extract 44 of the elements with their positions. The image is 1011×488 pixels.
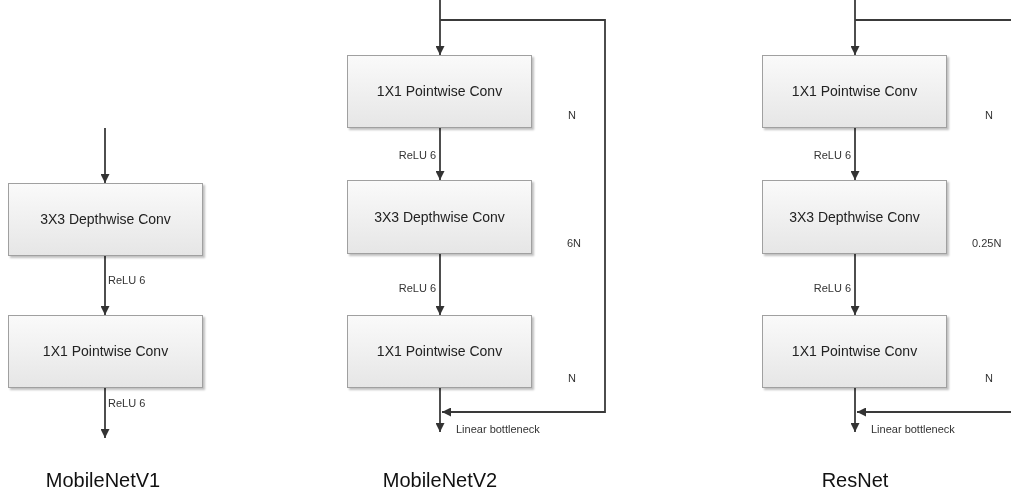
arrow: [435, 0, 445, 56]
channel-count: N: [985, 373, 993, 384]
edge-label: ReLU 6: [108, 275, 146, 286]
arrow: [100, 127, 110, 184]
arrow: [100, 387, 110, 439]
channel-count: N: [568, 110, 576, 121]
arrow: [435, 387, 445, 433]
edge-label: Linear bottleneck: [871, 424, 955, 435]
channel-count: N: [985, 110, 993, 121]
box-label: 1X1 Pointwise Conv: [376, 342, 503, 361]
arrow: [850, 0, 860, 56]
process-box: [347, 315, 532, 388]
box-label: 3X3 Depthwise Conv: [40, 210, 171, 229]
column-caption: ResNet: [821, 470, 889, 488]
edge-label: Linear bottleneck: [456, 424, 540, 435]
box-label: 3X3 Depthwise Conv: [374, 207, 505, 227]
arrow: [850, 387, 860, 433]
column-caption: MobileNetV1: [45, 470, 161, 488]
edge-label: ReLU 6: [813, 283, 851, 294]
channel-count: 6N: [567, 238, 582, 249]
box-label: 1X1 Pointwise Conv: [791, 342, 918, 361]
edge-label: ReLU 6: [398, 150, 436, 161]
arrow: [100, 255, 110, 316]
process-box: [347, 55, 532, 128]
channel-count: N: [568, 373, 576, 384]
column-caption: MobileNetV2: [382, 470, 498, 488]
process-box: [8, 183, 203, 256]
edge-label: ReLU 6: [108, 398, 146, 409]
arrow: [850, 253, 860, 316]
edge-label: ReLU 6: [398, 283, 436, 294]
arrow: [435, 127, 445, 181]
box-label: 3X3 Depthwise Conv: [789, 207, 920, 227]
process-box: [347, 180, 532, 254]
process-box: [762, 55, 947, 128]
box-label: 1X1 Pointwise Conv: [42, 342, 169, 361]
arrow: [850, 127, 860, 181]
arrow: [435, 253, 445, 316]
process-box: [762, 315, 947, 388]
edge-label: ReLU 6: [813, 150, 851, 161]
box-label: 1X1 Pointwise Conv: [376, 82, 503, 101]
box-label: 1X1 Pointwise Conv: [791, 82, 918, 101]
process-box: [762, 180, 947, 254]
channel-count: 0.25N: [972, 238, 1002, 249]
process-box: [8, 315, 203, 388]
